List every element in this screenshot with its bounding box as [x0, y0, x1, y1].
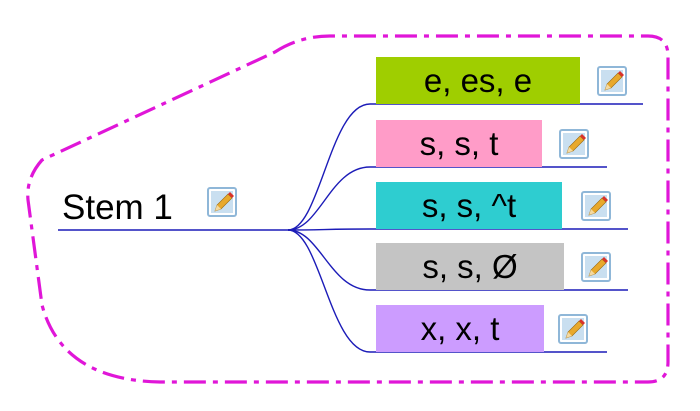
edit-note-icon[interactable] [596, 65, 628, 97]
edit-note-icon[interactable] [580, 190, 612, 222]
branch-connector [287, 228, 628, 231]
edit-note-icon[interactable] [206, 186, 238, 218]
branch-node-label[interactable]: s, s, ^t [376, 182, 562, 229]
group-outline [26, 34, 670, 384]
edit-note-icon[interactable] [557, 313, 589, 345]
branch-connector [287, 229, 607, 353]
branch-node-label[interactable]: s, s, Ø [376, 243, 564, 290]
branch-connector [287, 103, 643, 231]
branch-node-label[interactable]: x, x, t [376, 305, 544, 352]
edit-note-icon[interactable] [558, 128, 590, 160]
root-node-label[interactable]: Stem 1 [62, 188, 173, 227]
branch-connector [287, 229, 628, 291]
branch-connector [287, 166, 607, 231]
branch-node-label[interactable]: s, s, t [376, 120, 542, 167]
edit-note-icon[interactable] [580, 251, 612, 283]
branch-node-label[interactable]: e, es, e [376, 57, 580, 104]
